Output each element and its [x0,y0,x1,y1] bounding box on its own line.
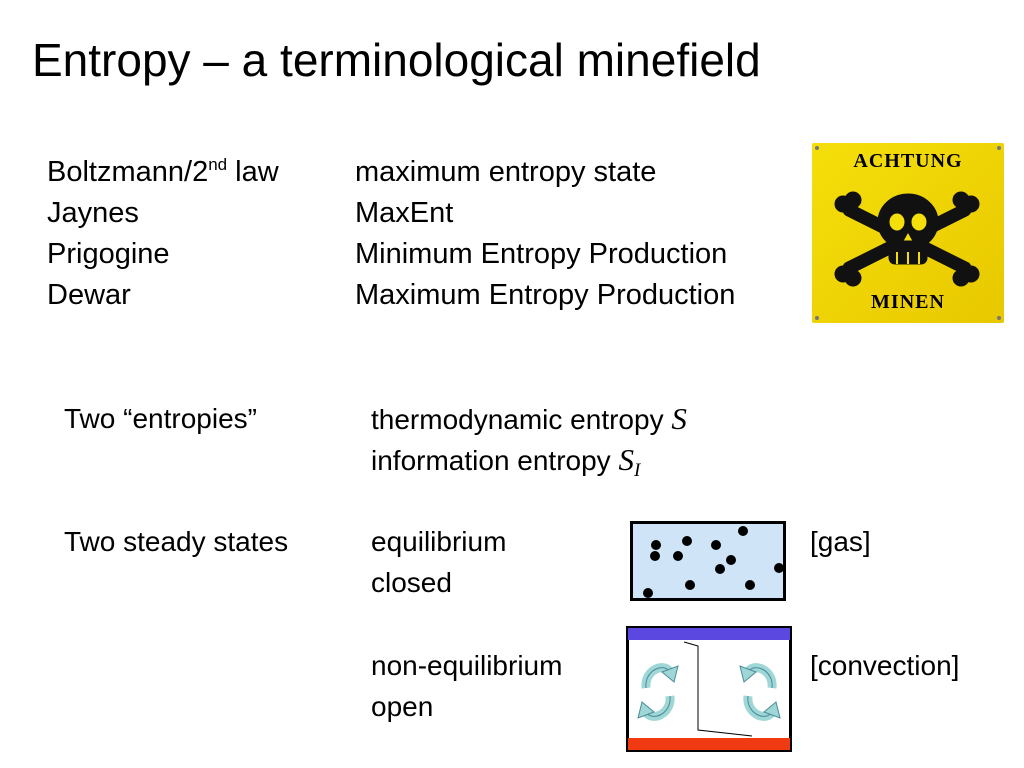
sign-bottom-text: MINEN [871,291,945,313]
convection-cycle-icon-right [739,663,781,721]
slide-title: Entropy – a terminological minefield [32,34,761,86]
gas-tag: [gas] [810,526,871,557]
gas-particle [643,588,653,598]
equilibrium-label: equilibrium [371,526,507,557]
author-jaynes: Jaynes [47,197,139,229]
gas-particle [651,540,661,550]
screw-icon [815,146,819,150]
steady-states-label: Two steady states [64,526,289,557]
gas-particles [643,526,784,598]
author-boltzmann: Boltzmann/2nd law [47,155,279,188]
terms-column: maximum entropy state MaxEnt Minimum Ent… [355,152,735,316]
term-maximum-entropy-production: Maximum Entropy Production [355,279,736,311]
sign-top-text: ACHTUNG [853,150,962,172]
gas-particle [745,580,755,590]
term-maxent: MaxEnt [355,197,454,229]
thermodynamic-entropy-line: thermodynamic entropy S [371,401,687,436]
entropy-symbol-si: SI [618,442,641,481]
screw-icon [815,316,819,320]
ordinal-superscript: nd [208,155,228,174]
gas-box-diagram [630,521,786,601]
gas-particle [711,540,721,550]
names-column: Boltzmann/2nd law Jaynes Prigogine Dewar [47,152,279,316]
information-entropy-line: information entropy SI [371,442,641,481]
gas-particle [650,551,660,561]
gas-particle [738,526,748,536]
convection-cycle-icon-left [637,663,679,721]
gas-particle [726,555,736,565]
gas-particle [715,564,725,574]
term-minimum-entropy-production: Minimum Entropy Production [355,238,728,270]
convection-tag: [convection] [810,650,960,681]
cold-plate-top [628,628,790,640]
partition-line [683,641,753,737]
hot-plate-bottom [628,738,790,750]
convection-box-diagram [626,626,792,752]
screw-icon [997,316,1001,320]
entropies-label: Two “entropies” [64,403,257,434]
screw-icon [997,146,1001,150]
entropy-symbol-s: S [671,401,687,436]
author-dewar: Dewar [47,279,131,311]
author-prigogine: Prigogine [47,238,170,270]
gas-particle [774,563,784,573]
gas-particle [673,551,683,561]
closed-label: closed [371,567,452,598]
term-maximum-entropy-state: maximum entropy state [355,156,657,188]
gas-particle [685,580,695,590]
gas-container [630,521,786,601]
open-label: open [371,691,434,722]
convection-container [626,626,792,752]
achtung-minen-sign: ACHTUNG MINEN [812,143,1004,323]
gas-particle [682,536,692,546]
skull-crossbones-icon [834,191,980,287]
non-equilibrium-label: non-equilibrium [371,650,563,681]
